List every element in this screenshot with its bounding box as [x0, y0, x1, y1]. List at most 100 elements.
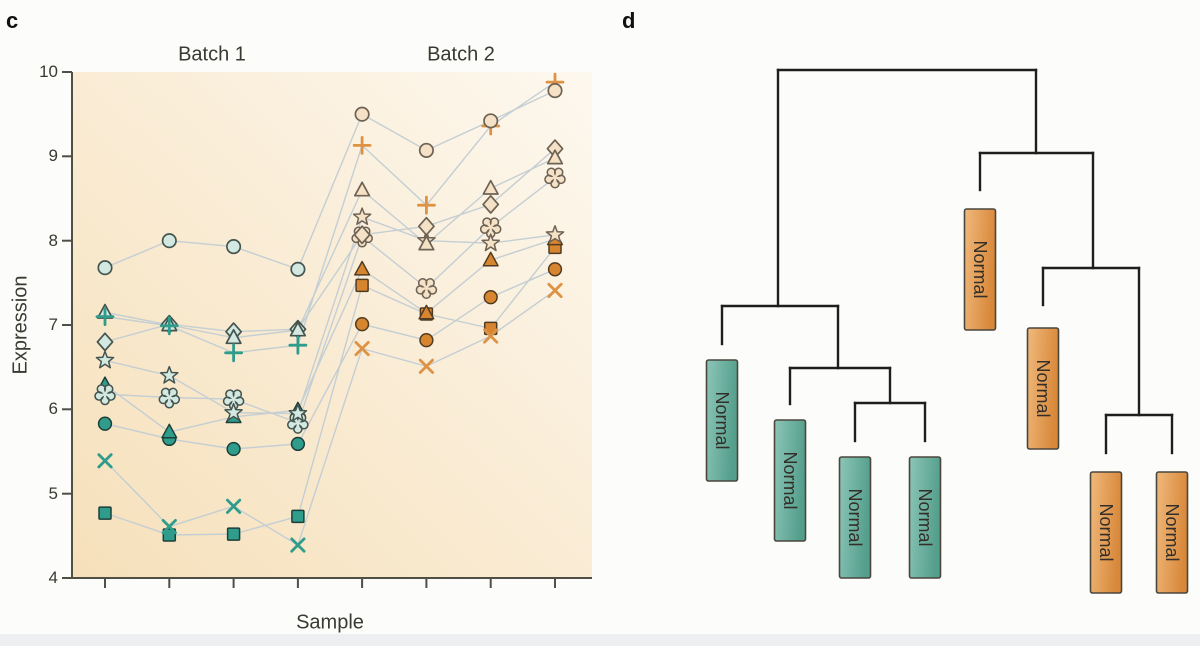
- marker-circle-filled: [354, 317, 370, 332]
- marker-star-open: [224, 402, 243, 421]
- marker-diamond-open: [96, 332, 114, 352]
- marker-circle-open: [547, 83, 563, 99]
- marker-plus: [224, 343, 243, 363]
- marker-star-open: [352, 207, 372, 226]
- marker-circle-open: [354, 106, 370, 122]
- marker-circle-open: [161, 233, 177, 249]
- marker-triangle-open: [546, 149, 564, 165]
- marker-circle-filled: [97, 416, 113, 431]
- series-line-x: [104, 289, 556, 547]
- dendrogram-leaf-box: [705, 359, 739, 482]
- y-tick-label: 10: [39, 62, 58, 81]
- marker-triangle-filled: [482, 251, 499, 267]
- dendrogram-leaf-box: [963, 208, 997, 331]
- dendrogram-leaf-label: Normal: [845, 488, 865, 546]
- series-line-triangle-open: [104, 157, 556, 339]
- dendrogram-leaf-label: Normal: [780, 451, 800, 509]
- panel-c-label: c: [6, 8, 19, 33]
- dendrogram-leaf-box: [1155, 471, 1189, 594]
- x-axis-title: Sample: [296, 611, 364, 634]
- dendrogram-leaf-box: [1026, 327, 1060, 450]
- batch1-label: Batch 1: [178, 43, 246, 66]
- marker-star-open: [481, 233, 501, 252]
- dendrogram-leaf-label: Normal: [915, 488, 935, 546]
- series-line-star-open: [104, 216, 556, 415]
- marker-star-open: [288, 403, 308, 422]
- marker-triangle-open: [289, 321, 307, 337]
- dendrogram-leaf-label: Normal: [712, 391, 732, 449]
- marker-plus: [352, 136, 372, 155]
- marker-x: [290, 537, 306, 553]
- marker-triangle-open: [418, 235, 435, 251]
- y-tick-label: 6: [48, 399, 58, 419]
- marker-circle-open: [483, 113, 499, 129]
- footer-strip: [0, 634, 1200, 646]
- marker-x: [418, 358, 434, 374]
- dendrogram-leaf-label: Normal: [1033, 359, 1053, 417]
- marker-circle-open: [97, 260, 113, 276]
- marker-flower-open: [415, 278, 438, 299]
- dendrogram-leaf-box: [838, 456, 872, 579]
- y-tick-label: 7: [48, 315, 58, 334]
- marker-x: [547, 282, 563, 298]
- dendrogram-leaf-box: [1089, 471, 1123, 594]
- marker-flower-open: [158, 387, 181, 409]
- marker-flower-open: [94, 384, 116, 406]
- marker-diamond-open: [482, 194, 500, 214]
- marker-star-open: [95, 350, 115, 369]
- marker-square-filled: [226, 527, 241, 541]
- series-line-diamond-open: [104, 148, 556, 343]
- marker-circle-open: [290, 261, 306, 277]
- dendrogram-leaf-box: [773, 419, 807, 542]
- marker-circle-filled: [419, 333, 434, 348]
- marker-triangle-open: [225, 328, 242, 345]
- marker-square-filled: [98, 506, 112, 520]
- marker-circle-filled: [547, 262, 563, 277]
- marker-circle-filled: [226, 441, 241, 457]
- y-tick-label: 4: [48, 568, 58, 587]
- series-line-square-filled: [104, 246, 556, 536]
- marker-circle-filled: [483, 290, 498, 305]
- marker-plus: [417, 195, 436, 215]
- marker-square-filled: [162, 528, 177, 542]
- marker-triangle-filled: [354, 260, 371, 276]
- marker-plus: [288, 335, 308, 355]
- series-line-plus: [104, 81, 556, 354]
- marker-square-filled: [355, 278, 369, 293]
- y-tick-label: 8: [48, 230, 58, 250]
- marker-x: [226, 498, 242, 514]
- marker-circle-open: [418, 142, 434, 158]
- panel-d-label: d: [622, 8, 636, 33]
- series-line-circle-open: [104, 89, 556, 271]
- marker-diamond-open: [417, 216, 435, 236]
- marker-triangle-open: [482, 179, 499, 195]
- series-line-circle-filled: [104, 268, 556, 450]
- y-tick-label: 5: [48, 483, 58, 503]
- marker-square-filled: [291, 509, 305, 524]
- marker-star-open: [545, 225, 565, 243]
- marker-circle-filled: [290, 436, 306, 452]
- marker-triangle-open: [353, 181, 371, 197]
- marker-circle-open: [226, 239, 242, 255]
- marker-flower-open: [544, 167, 566, 189]
- plot-background: [73, 72, 592, 578]
- marker-plus: [159, 316, 179, 336]
- marker-star-open: [159, 365, 179, 384]
- marker-x: [97, 453, 113, 469]
- marker-diamond-open: [353, 225, 371, 245]
- marker-x: [161, 519, 177, 535]
- marker-triangle-filled: [161, 423, 178, 439]
- dendrogram-leaf-label: Normal: [970, 240, 990, 298]
- batch2-label: Batch 2: [427, 43, 495, 66]
- dendrogram-leaf-box: [908, 456, 942, 579]
- marker-x: [483, 328, 499, 344]
- series-line-flower-open: [104, 176, 556, 424]
- dendrogram-leaf-label: Normal: [1162, 503, 1182, 561]
- y-tick-label: 9: [48, 146, 58, 166]
- marker-plus: [95, 307, 115, 326]
- dendrogram-leaf-label: Normal: [1096, 503, 1116, 561]
- series-line-triangle-filled: [104, 238, 556, 433]
- marker-triangle-filled: [418, 304, 435, 320]
